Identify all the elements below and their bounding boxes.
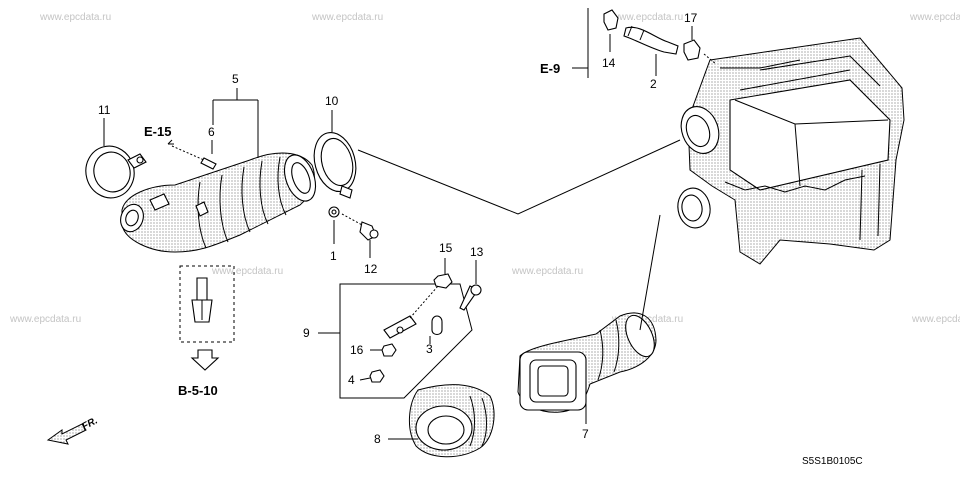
callout-12[interactable]: 12 xyxy=(364,262,378,276)
watermark: www.epcdata.ru xyxy=(211,266,283,277)
callout-2[interactable]: 2 xyxy=(650,77,657,91)
part-7-intake-duct xyxy=(517,312,657,413)
front-arrow-icon xyxy=(46,423,87,445)
callout-17[interactable]: 17 xyxy=(684,11,698,25)
part-6-grommet xyxy=(167,139,217,170)
callout-7[interactable]: 7 xyxy=(582,427,589,441)
callout-16[interactable]: 16 xyxy=(350,343,364,357)
hose-connection xyxy=(703,53,717,65)
callout-4[interactable]: 4 xyxy=(348,373,355,387)
leader-4 xyxy=(359,377,371,381)
part-13-bolt xyxy=(459,284,482,311)
reference-b510[interactable]: B-5-10 xyxy=(178,383,218,398)
callout-8[interactable]: 8 xyxy=(374,432,381,446)
part-17-clip xyxy=(683,39,701,61)
part-3-clip xyxy=(431,315,443,336)
connector-line xyxy=(357,139,681,215)
group-9-outline xyxy=(339,283,473,399)
callout-9[interactable]: 9 xyxy=(303,326,310,340)
air-cleaner-housing xyxy=(677,37,905,265)
callout-1[interactable]: 1 xyxy=(330,249,337,263)
part-16-grommet xyxy=(381,343,397,357)
watermark: www.epcdata.ru xyxy=(311,12,383,23)
part-8-resonator-duct xyxy=(409,384,495,458)
callout-3[interactable]: 3 xyxy=(426,342,433,356)
callout-11[interactable]: 11 xyxy=(98,103,111,117)
part-11-hose-clamp xyxy=(85,145,147,199)
callout-6[interactable]: 6 xyxy=(208,125,215,139)
part-10-hose-band xyxy=(313,132,357,199)
connector-line-7 xyxy=(639,214,661,331)
watermark: www.epcdata.ru xyxy=(39,12,111,23)
part-12-bolt xyxy=(341,213,379,241)
diagram-code: S5S1B0105C xyxy=(802,456,863,467)
part-15-nut xyxy=(433,273,453,289)
part-5-intake-tube xyxy=(120,152,317,253)
callout-15[interactable]: 15 xyxy=(439,241,453,255)
arrow-down-icon xyxy=(190,349,220,371)
reference-e9[interactable]: E-9 xyxy=(540,61,560,76)
detail-box xyxy=(179,265,235,343)
callout-14[interactable]: 14 xyxy=(602,56,616,70)
part-4-grommet xyxy=(369,369,385,383)
watermark: www.epcdata.ru xyxy=(9,314,81,325)
reference-e15[interactable]: E-15 xyxy=(144,124,171,139)
watermark: www.epcdata.ru xyxy=(611,12,683,23)
watermark: www.epcdata.ru xyxy=(911,314,960,325)
watermark: www.epcdata.ru xyxy=(909,12,960,23)
front-marker: FR. xyxy=(80,415,99,432)
callout-10[interactable]: 10 xyxy=(325,94,339,108)
callout-5[interactable]: 5 xyxy=(232,72,239,86)
part-2-breather-hose xyxy=(623,25,679,55)
part-9-bracket xyxy=(383,285,439,339)
callout-13[interactable]: 13 xyxy=(470,245,484,259)
part-14-clip xyxy=(603,9,619,31)
part-1-clip xyxy=(328,206,340,218)
watermark: www.epcdata.ru xyxy=(511,266,583,277)
part-sensor-connector xyxy=(191,277,213,323)
